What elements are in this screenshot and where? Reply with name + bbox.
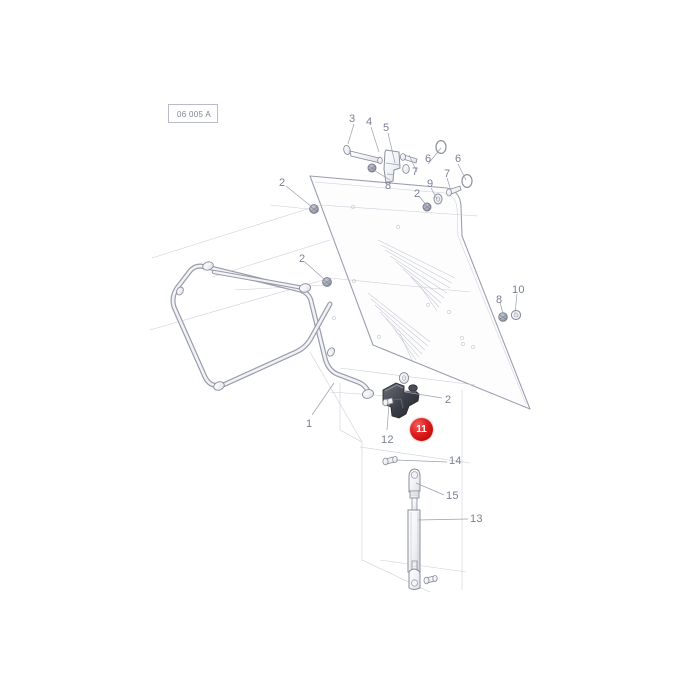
callout-number-3: 3 [349, 113, 356, 125]
window-latch-handle [382, 372, 420, 419]
callout-number-12: 12 [381, 434, 394, 446]
callout-number-15: 15 [446, 490, 459, 502]
leader-line-2 [304, 261, 326, 281]
callout-leader-lines [285, 123, 518, 521]
leader-line-8 [371, 168, 391, 181]
callout-number-1: 1 [306, 418, 313, 430]
leader-line-10 [514, 293, 518, 314]
callout-number-2: 2 [445, 394, 452, 406]
callout-number-2: 2 [279, 177, 286, 189]
leader-line-9 [430, 187, 438, 200]
reference-code-box: 06 005 A [168, 104, 218, 123]
callout-number-2: 2 [299, 253, 306, 265]
leader-line-6 [427, 147, 442, 165]
leader-line-7 [446, 177, 453, 195]
callout-number-9: 9 [427, 178, 434, 190]
leader-line-7 [408, 154, 418, 173]
leader-line-2 [285, 185, 313, 208]
leader-line-8 [499, 301, 504, 315]
leader-line-2 [404, 391, 443, 399]
callout-number-13: 13 [470, 513, 483, 525]
callout-number-7: 7 [444, 168, 451, 180]
callout-number-6: 6 [425, 153, 432, 165]
callout-number-8: 8 [496, 294, 503, 306]
reference-code-text: 06 005 A [177, 110, 211, 119]
callout-number-5: 5 [383, 122, 390, 134]
leader-line-13 [417, 518, 469, 521]
leader-line-5 [387, 132, 396, 164]
callout-number-14: 14 [449, 455, 462, 467]
highlighted-part-number: 11 [416, 424, 427, 435]
callout-number-4: 4 [366, 116, 373, 128]
highlighted-part-badge[interactable]: 11 [410, 418, 433, 441]
callout-number-2: 2 [414, 188, 421, 200]
leader-line-4 [370, 126, 380, 153]
leader-line-6 [457, 163, 467, 181]
leader-line-1 [311, 382, 335, 416]
leader-line-2 [418, 195, 428, 207]
leader-line-15 [415, 482, 445, 496]
leader-line-14 [395, 459, 448, 463]
right-edge-fasteners [498, 309, 522, 322]
callout-number-7: 7 [412, 166, 419, 178]
rear-window-glass [309, 175, 531, 410]
leader-line-12 [386, 403, 390, 431]
callout-number-10: 10 [512, 284, 525, 296]
leader-line-3 [347, 123, 355, 145]
callout-number-8: 8 [385, 180, 392, 192]
callout-number-6: 6 [455, 153, 462, 165]
tubular-guard-frame [170, 261, 374, 399]
gas-strut-assembly [382, 455, 438, 590]
